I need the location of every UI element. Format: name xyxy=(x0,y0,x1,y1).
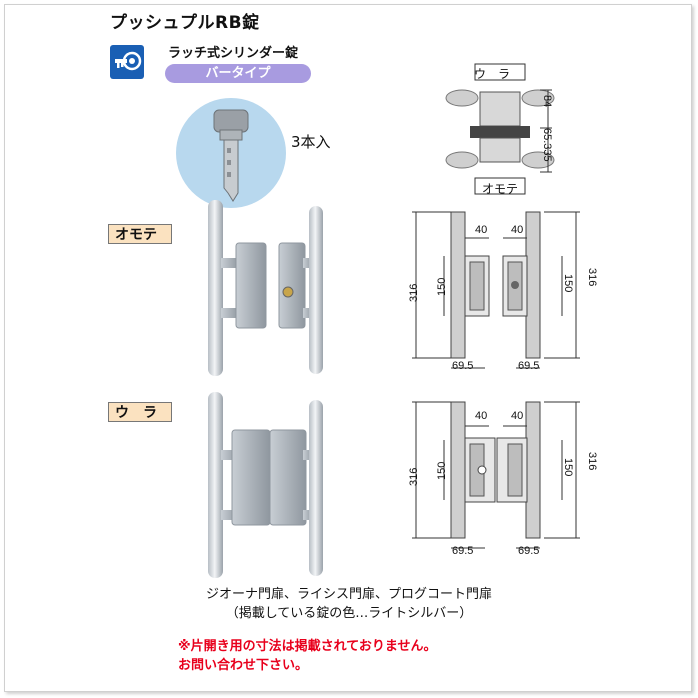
front-dim-lock-left: 150 xyxy=(436,277,448,296)
lock-name: ラッチ式シリンダー錠 xyxy=(168,46,299,61)
front-dim-height-right: 316 xyxy=(586,268,598,287)
front-handle-photo xyxy=(208,200,323,376)
top-back-label: ウ ラ xyxy=(474,67,511,81)
top-dim-65: 65.335 xyxy=(541,128,553,162)
front-dim-width-left: 40 xyxy=(475,224,488,236)
back-label: ウ ラ xyxy=(108,402,172,422)
front-label: オモテ xyxy=(108,224,172,244)
top-view-diagram xyxy=(445,63,555,195)
back-dim-base-left: 69.5 xyxy=(452,545,474,557)
back-dim-height-left: 316 xyxy=(408,467,420,486)
top-front-label: オモテ xyxy=(482,182,519,196)
back-handle-photo xyxy=(208,392,323,578)
back-dim-height-right: 316 xyxy=(586,452,598,471)
front-dim-lock-right: 150 xyxy=(562,274,574,293)
key-photo xyxy=(176,98,286,208)
compatible-doors-caption: ジオーナ門扉、ライシス門扉、プログコート門扉 xyxy=(205,587,492,602)
back-dim-width-left: 40 xyxy=(475,410,488,422)
page-frame xyxy=(4,4,692,692)
back-dim-width-right: 40 xyxy=(511,410,524,422)
back-dim-base-right: 69.5 xyxy=(518,545,540,557)
back-dim-lock-right: 150 xyxy=(562,458,574,477)
warning-note-line1: ※片開き用の寸法は掲載されておりません。 xyxy=(178,639,437,654)
front-dimension-drawing xyxy=(412,211,580,369)
front-dim-base-right: 69.5 xyxy=(518,360,540,372)
page-title: プッシュプルRB錠 xyxy=(110,13,260,33)
lock-type-badge: バータイプ xyxy=(165,64,311,83)
back-dimension-drawing xyxy=(412,401,580,549)
key-count: 3本入 xyxy=(291,133,331,151)
front-dim-height-left: 316 xyxy=(408,283,420,302)
key-lock-icon xyxy=(110,45,144,79)
back-dim-lock-left: 150 xyxy=(436,461,448,480)
front-dim-width-right: 40 xyxy=(511,224,524,236)
warning-note-line2: お問い合わせ下さい。 xyxy=(178,658,309,673)
front-dim-base-left: 69.5 xyxy=(452,360,474,372)
color-caption: （掲載している錠の色…ライトシルバー） xyxy=(225,606,473,621)
top-dim-84: 84 xyxy=(541,95,553,108)
